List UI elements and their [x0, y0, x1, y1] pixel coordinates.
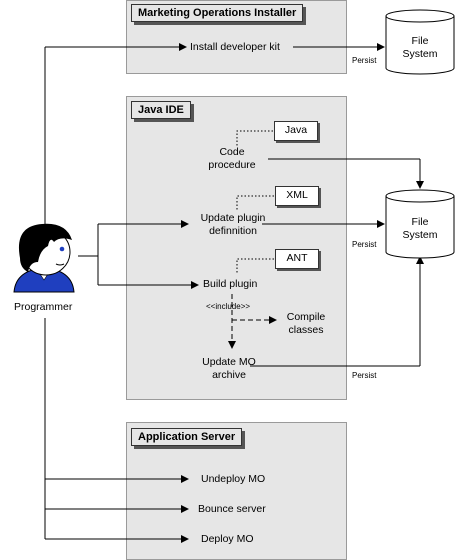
activity-install-developer-kit: Install developer kit [190, 41, 280, 53]
file-system-label-top: File System [386, 35, 454, 61]
lane-java-ide [126, 96, 347, 400]
lane-title-installer: Marketing Operations Installer [131, 4, 304, 22]
activity-code-procedure: Code procedure [200, 146, 264, 172]
activity-update-plugin: Update plugin definnition [190, 212, 276, 238]
activity-update-mo-archive-line1: Update MO [202, 356, 256, 368]
activity-compile-classes: Compile classes [278, 311, 334, 337]
file-system-store-mid [385, 189, 455, 259]
activity-compile-classes-line1: Compile [286, 311, 326, 323]
file-system-label-mid-line2: System [402, 229, 438, 241]
activity-build-plugin: Build plugin [203, 278, 258, 290]
lane-title-java-ide: Java IDE [131, 101, 191, 119]
note-java: Java [274, 121, 318, 141]
activity-update-plugin-line2: definnition [209, 225, 257, 237]
persist-label-plugin: Persist [352, 240, 377, 249]
file-system-label-top-line1: File [411, 35, 429, 47]
note-ant: ANT [275, 249, 319, 269]
activity-update-mo-archive: Update MO archive [196, 356, 262, 382]
file-system-label-mid-line1: File [411, 216, 429, 228]
activity-update-mo-archive-line2: archive [212, 369, 246, 381]
include-stereotype-label: <<include>> [206, 302, 251, 311]
file-system-label-mid: File System [386, 216, 454, 242]
file-system-label-top-line2: System [402, 48, 438, 60]
persist-label-install: Persist [352, 56, 377, 65]
file-system-store-top [385, 9, 455, 75]
lane-title-application-server: Application Server [131, 428, 243, 446]
persist-label-archive: Persist [352, 371, 377, 380]
activity-undeploy-mo: Undeploy MO [201, 473, 266, 485]
activity-bounce-server: Bounce server [198, 503, 266, 515]
activity-update-plugin-line1: Update plugin [200, 212, 266, 224]
activity-deploy-mo: Deploy MO [201, 533, 254, 545]
programmer-icon [13, 223, 75, 293]
actor-label: Programmer [14, 301, 73, 313]
activity-compile-classes-line2: classes [288, 324, 324, 336]
activity-code-procedure-line2: procedure [208, 159, 256, 171]
note-xml: XML [275, 186, 319, 206]
activity-code-procedure-line1: Code [219, 146, 245, 158]
